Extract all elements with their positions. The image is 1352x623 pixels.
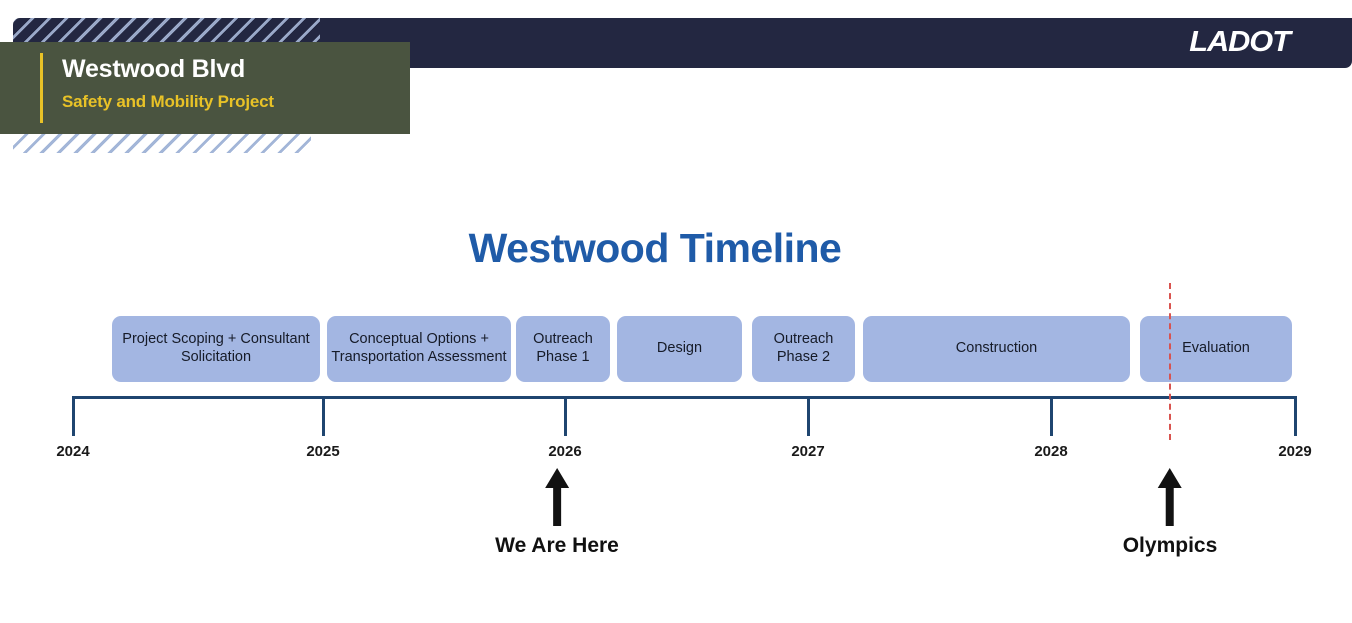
timeline-phase-box[interactable]: Project Scoping + Consultant Solicitatio…: [112, 316, 320, 382]
axis-year-label: 2029: [1278, 443, 1312, 460]
timeline-phase-box[interactable]: Conceptual Options + Transportation Asse…: [327, 316, 511, 382]
project-title-block: Westwood Blvd Safety and Mobility Projec…: [0, 42, 410, 134]
annotation-label: We Are Here: [495, 534, 619, 557]
timeline-phase-box[interactable]: Evaluation: [1140, 316, 1292, 382]
axis-tick: [322, 396, 325, 436]
ladot-logo: LADOT: [1189, 26, 1291, 58]
phase-track: Project Scoping + Consultant Solicitatio…: [0, 316, 1352, 382]
project-subtitle: Safety and Mobility Project: [62, 92, 274, 111]
axis-year-label: 2026: [548, 443, 582, 460]
timeline-phase-box[interactable]: Design: [617, 316, 742, 382]
timeline-phase-box[interactable]: Construction: [863, 316, 1130, 382]
axis-year-label: 2024: [56, 443, 90, 460]
axis-year-label: 2027: [791, 443, 825, 460]
up-arrow-icon: [1157, 468, 1182, 526]
page-title: Westwood Timeline: [468, 225, 842, 271]
timeline-phase-box[interactable]: Outreach Phase 2: [752, 316, 855, 382]
timeline-annotation: Olympics: [1122, 468, 1218, 558]
annotation-label: Olympics: [1122, 534, 1218, 557]
project-name: Westwood Blvd: [62, 55, 246, 83]
up-arrow-icon: [544, 468, 569, 526]
axis-tick: [1050, 396, 1053, 436]
axis-year-label: 2025: [306, 443, 340, 460]
axis-tick: [72, 396, 75, 436]
axis-year-label: 2028: [1034, 443, 1068, 460]
olympics-marker-line: [1169, 283, 1171, 440]
axis-tick: [1294, 396, 1297, 436]
timeline-annotation: We Are Here: [495, 468, 619, 558]
accent-bar: [40, 53, 43, 123]
timeline-axis-line: [72, 396, 1297, 399]
axis-tick: [564, 396, 567, 436]
timeline-phase-box[interactable]: Outreach Phase 1: [516, 316, 610, 382]
header-hatch-pattern-bottom: [13, 133, 311, 153]
axis-tick: [807, 396, 810, 436]
